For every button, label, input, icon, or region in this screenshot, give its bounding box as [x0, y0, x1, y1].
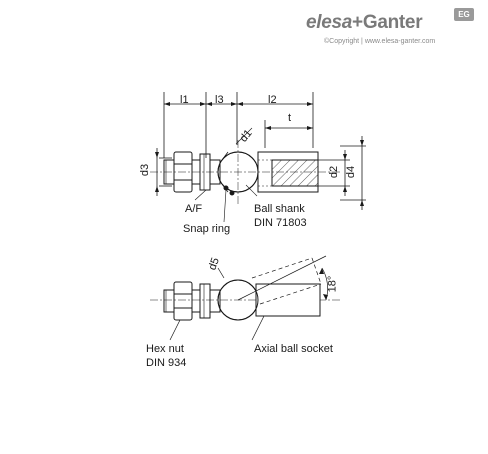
- brand-plus: +: [352, 12, 363, 33]
- dim-d4: d4: [345, 165, 358, 179]
- brand-ganter: Ganter: [362, 12, 423, 33]
- brand-wordmark: elesa+Ganter: [306, 12, 423, 34]
- dim-l3: l3: [215, 94, 224, 106]
- copyright-text: ©Copyright | www.elesa-ganter.com: [324, 38, 436, 45]
- label-hex-nut-din: DIN 934: [146, 357, 187, 369]
- top-leaders: [194, 127, 258, 223]
- dim-angle: 18°: [326, 275, 339, 293]
- dim-d3: d3: [139, 163, 152, 177]
- arrowheads: [155, 102, 364, 206]
- brand-badge: EG: [454, 8, 474, 21]
- bottom-arrowheads: [319, 268, 328, 300]
- top-ball-socket: [217, 151, 319, 196]
- dim-t: t: [288, 112, 292, 124]
- bottom-ball-socket: [217, 257, 322, 321]
- dim-d2: d2: [328, 165, 341, 179]
- dim-l1: l1: [180, 94, 189, 106]
- label-ball-shank: Ball shank: [254, 203, 305, 215]
- label-snap-ring: Snap ring: [183, 223, 231, 235]
- bottom-stud: [163, 281, 221, 321]
- label-hex-nut: Hex nut: [146, 343, 184, 355]
- label-ball-shank-din: DIN 71803: [254, 217, 307, 229]
- label-af: A/F: [185, 203, 203, 215]
- brand-elesa: elesa: [306, 12, 353, 33]
- dim-l2: l2: [268, 94, 277, 106]
- label-axial-socket: Axial ball socket: [254, 343, 333, 355]
- brand-logo: elesa+Ganter EG ©Copyright | www.elesa-g…: [306, 8, 476, 50]
